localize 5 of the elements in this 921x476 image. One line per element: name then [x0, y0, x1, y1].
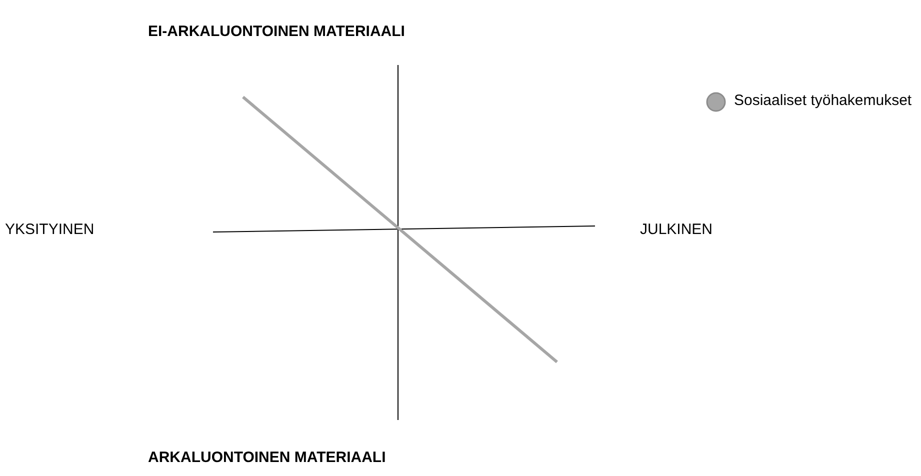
axis-label: YKSITYINEN [5, 220, 94, 240]
legend-label: Sosiaaliset työhakemukset [734, 91, 912, 111]
axis-label: JULKINEN [640, 220, 713, 240]
axis-label: EI-ARKALUONTOINEN MATERIAALI [148, 22, 405, 42]
axis-label: ARKALUONTOINEN MATERIAALI [148, 448, 386, 468]
